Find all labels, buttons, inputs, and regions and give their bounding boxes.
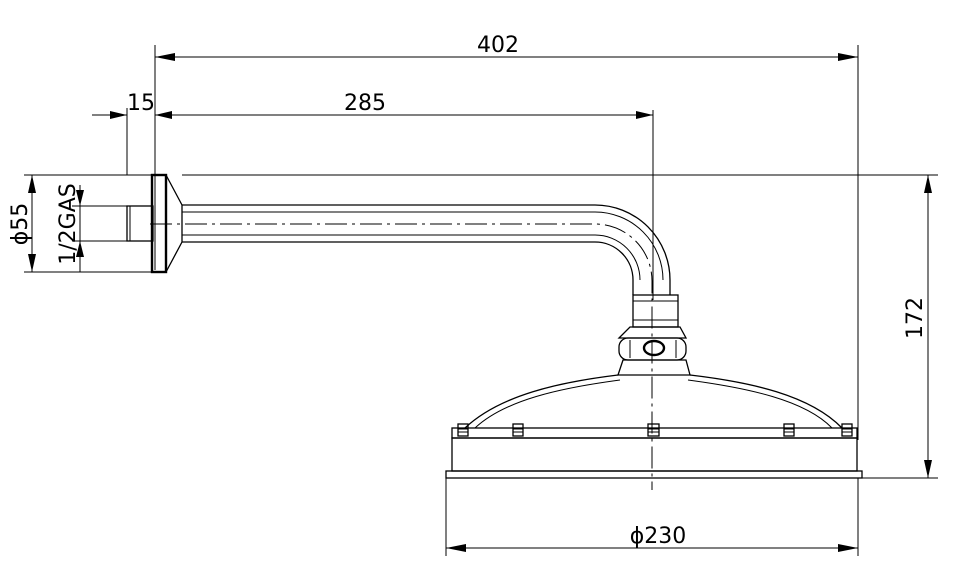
dimension-overall-length: 402 — [154, 33, 859, 440]
arrowhead — [636, 111, 653, 119]
screw-icon — [457, 423, 469, 437]
shower-arm — [150, 204, 671, 490]
flange-cone — [165, 174, 183, 273]
arm-outer-edge — [182, 204, 671, 295]
shower-head — [445, 374, 863, 479]
dome-inner-left — [474, 379, 621, 429]
head-faceplate — [445, 470, 863, 479]
screw-3 — [647, 423, 660, 437]
dimension-head-diameter: ϕ230 — [445, 478, 859, 556]
thread-stub — [126, 205, 154, 242]
joint-collar — [617, 326, 688, 339]
dim-label-15: 15 — [127, 91, 155, 116]
arrowhead — [28, 254, 36, 272]
screw-5 — [841, 423, 853, 437]
arrowhead — [76, 190, 84, 206]
joint-nut — [632, 294, 679, 328]
joint-ball-center — [642, 339, 666, 357]
arrowhead — [155, 53, 175, 61]
dome-right — [689, 374, 843, 429]
arrowhead — [110, 111, 127, 119]
arm-highlight — [182, 211, 664, 281]
dim-label-285: 285 — [344, 91, 386, 116]
arrowhead — [76, 241, 84, 257]
dimension-flange: ϕ55 1/2GAS — [8, 174, 165, 273]
dim-label-402: 402 — [477, 33, 519, 58]
dim-label-55: ϕ55 — [8, 203, 33, 246]
dimension-total-drop: 172 — [182, 174, 938, 479]
screw-icon — [647, 423, 660, 437]
dim-label-172: 172 — [903, 297, 928, 339]
screw-icon — [512, 423, 524, 437]
arrowhead — [155, 111, 172, 119]
dim-label-230: ϕ230 — [630, 524, 687, 549]
dimension-plate-and-reach: 15 285 — [92, 91, 654, 300]
screw-icon — [841, 423, 853, 437]
screw-icon — [783, 423, 795, 437]
arrowhead — [446, 544, 466, 552]
arrowhead — [924, 460, 932, 478]
screw-1 — [457, 423, 469, 437]
head-body — [451, 437, 858, 472]
dim-label-thread: 1/2GAS — [56, 183, 81, 264]
joint-base — [617, 359, 691, 376]
arm-centerline — [150, 223, 653, 490]
dome-inner-right — [687, 379, 833, 429]
arm-highlight — [182, 234, 641, 281]
arrowhead — [924, 175, 932, 193]
arrowhead — [28, 175, 36, 193]
screw-4 — [783, 423, 795, 437]
swivel-joint — [617, 294, 691, 376]
arrowhead — [838, 53, 858, 61]
arm-inner-edge — [182, 241, 634, 295]
arrowhead — [838, 544, 858, 552]
dome-left — [464, 374, 619, 429]
screw-2 — [512, 423, 524, 437]
